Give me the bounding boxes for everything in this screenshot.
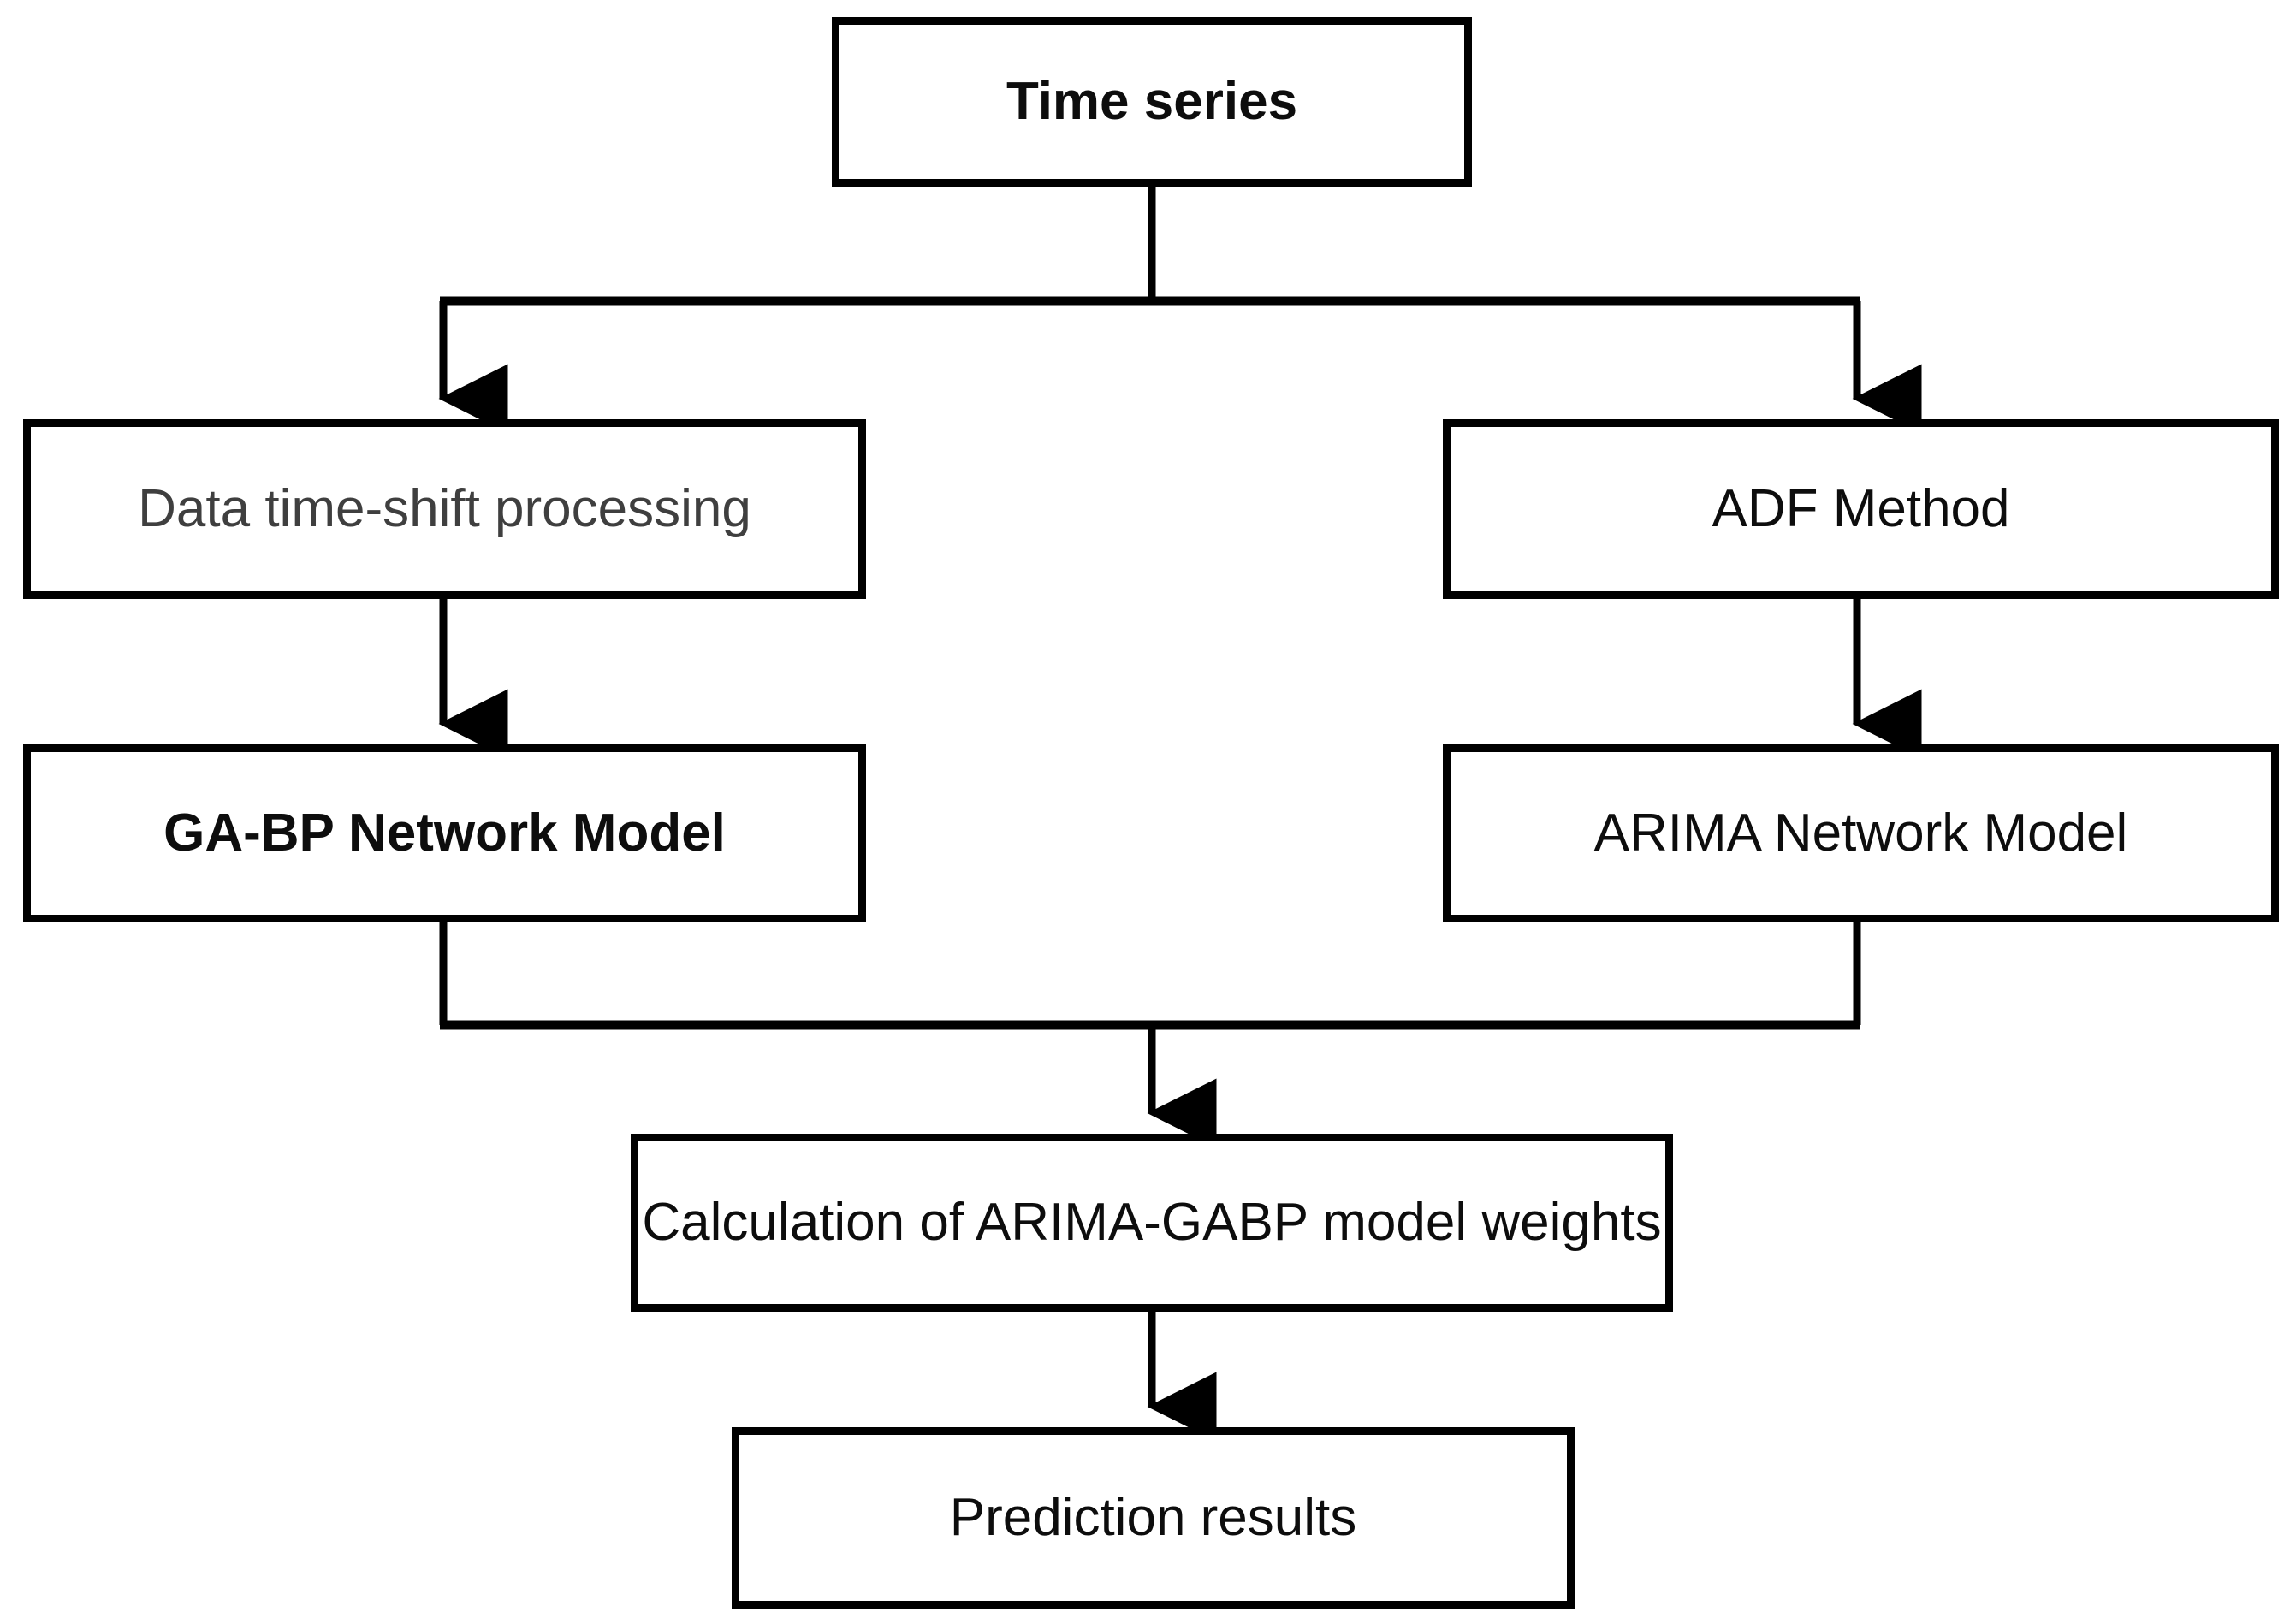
node-calculation-of-arima-gabp-model-weights-label: Calculation of ARIMA-GABP model weights <box>642 1192 1662 1252</box>
node-calculation-of-arima-gabp-model-weights[interactable]: Calculation of ARIMA-GABP model weights <box>631 1134 1673 1312</box>
node-data-time-shift-processing-label: Data time-shift processing <box>138 478 751 538</box>
node-time-series-label: Time series <box>1006 71 1298 131</box>
node-arima-network-model-label: ARIMA Network Model <box>1593 803 2128 862</box>
node-ga-bp-network-model-label: GA-BP Network Model <box>163 803 726 862</box>
node-prediction-results[interactable]: Prediction results <box>732 1427 1575 1609</box>
node-ga-bp-network-model[interactable]: GA-BP Network Model <box>23 744 866 922</box>
node-data-time-shift-processing[interactable]: Data time-shift processing <box>23 419 866 599</box>
node-adf-method-label: ADF Method <box>1712 478 2010 538</box>
node-arima-network-model[interactable]: ARIMA Network Model <box>1443 744 2279 922</box>
node-prediction-results-label: Prediction results <box>949 1487 1357 1547</box>
node-time-series[interactable]: Time series <box>832 17 1472 187</box>
node-adf-method[interactable]: ADF Method <box>1443 419 2279 599</box>
